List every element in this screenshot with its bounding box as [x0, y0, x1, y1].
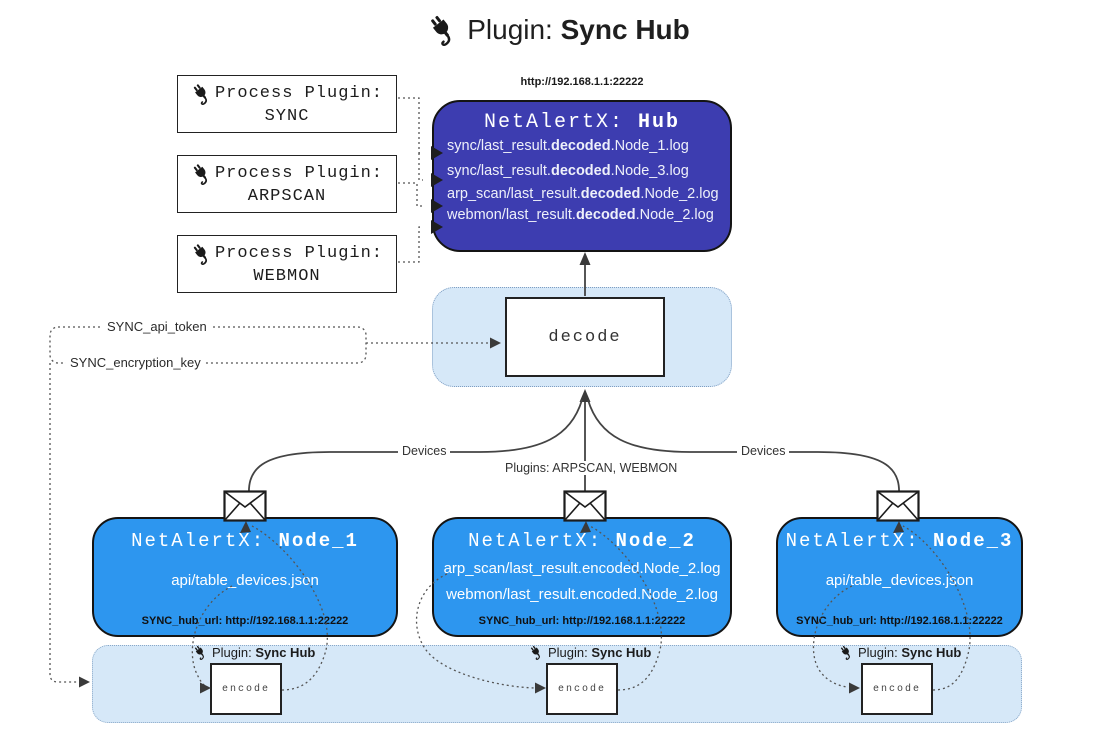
encoder-label-bold: Sync Hub [901, 645, 962, 660]
decode-box: decode [505, 297, 665, 377]
node-hub-url: SYNC_hub_url: http://192.168.1.1:22222 [141, 615, 349, 627]
process-plugin-name: WEBMON [253, 266, 321, 286]
hub-title-prefix: NetAlertX: [483, 111, 638, 134]
envelope-icon [563, 490, 607, 522]
hub-log-line: arp_scan/last_result.decoded.Node_2.log [434, 184, 730, 205]
log-pre: arp_scan/last_result. [447, 186, 581, 202]
log-pre: sync/last_result. [447, 163, 551, 179]
page-title: Plugin: Sync Hub [0, 14, 1117, 46]
encoder-3-label: Plugin: Sync Hub [839, 645, 961, 660]
edge-webmon-to-log4 [398, 226, 423, 263]
envelope-icon [876, 490, 920, 522]
hub-log-line: webmon/last_result.decoded.Node_2.log [434, 205, 730, 226]
edge-settings-to-band [49, 363, 79, 683]
plug-icon [191, 163, 213, 185]
encode-3-box: encode [861, 663, 933, 715]
node-title: NetAlertX: Node_1 [94, 530, 396, 552]
sync-api-token-label: SYNC_api_token [103, 319, 211, 334]
sync-encryption-key-label: SYNC_encryption_key [66, 355, 205, 370]
plug-icon [529, 645, 544, 660]
hub-url: http://192.168.1.1:22222 [520, 76, 644, 88]
process-plugin-label: Process Plugin: [214, 164, 384, 183]
node-title-bold: Node_3 [933, 530, 1014, 552]
hub-title-bold: Hub [638, 111, 681, 134]
node-title-bold: Node_1 [278, 530, 359, 552]
page-title-prefix: Plugin: [467, 14, 561, 45]
log-post: .Node_3.log [610, 163, 689, 179]
encoder-label-prefix: Plugin: [212, 645, 256, 660]
node-1-box: NetAlertX: Node_1 api/table_devices.json… [92, 517, 398, 637]
node-3-box: NetAlertX: Node_3 api/table_devices.json… [776, 517, 1023, 637]
encoder-label-bold: Sync Hub [591, 645, 652, 660]
log-post: .Node_1.log [610, 138, 689, 154]
encoder-1-label: Plugin: Sync Hub [193, 645, 315, 660]
log-bold: decoded [550, 163, 611, 179]
encoder-label-bold: Sync Hub [255, 645, 316, 660]
edge-sync-to-log1 [398, 97, 423, 154]
process-plugin-label: Process Plugin: [214, 84, 384, 103]
log-pre: sync/last_result. [447, 138, 551, 154]
plug-icon [191, 83, 213, 105]
log-post: .Node_2.log [635, 207, 714, 223]
plug-icon [839, 645, 854, 660]
process-plugin-arpscan: Process Plugin: ARPSCAN [177, 155, 397, 213]
log-post: .Node_2.log [640, 186, 719, 202]
node-title-prefix: NetAlertX: [468, 530, 616, 552]
edge-sync-to-log2 [418, 153, 423, 181]
encoder-label-prefix: Plugin: [858, 645, 902, 660]
node-title-prefix: NetAlertX: [785, 530, 933, 552]
process-plugin-name: ARPSCAN [247, 186, 327, 206]
node-hub-url: SYNC_hub_url: http://192.168.1.1:22222 [478, 615, 686, 627]
node-file-line: webmon/last_result.encoded.Node_2.log [446, 586, 718, 603]
log-bold: decoded [580, 186, 641, 202]
envelope-icon [223, 490, 267, 522]
log-bold: decoded [550, 138, 611, 154]
hub-title: NetAlertX: Hub [434, 111, 730, 134]
log-pre: webmon/last_result. [447, 207, 576, 223]
plug-icon [427, 14, 459, 46]
process-plugin-name: SYNC [264, 106, 310, 126]
node-hub-url: SYNC_hub_url: http://192.168.1.1:22222 [796, 615, 1003, 627]
log-bold: decoded [575, 207, 636, 223]
edge-arpscan-to-log3 [398, 182, 423, 207]
node-title-bold: Node_2 [615, 530, 696, 552]
encode-2-box: encode [546, 663, 618, 715]
hub-log-line: sync/last_result.decoded.Node_3.log [434, 159, 730, 184]
node-file-line: api/table_devices.json [171, 572, 319, 589]
plug-icon [191, 243, 213, 265]
page-title-bold: Sync Hub [560, 14, 690, 45]
encode-1-box: encode [210, 663, 282, 715]
encoder-2-label: Plugin: Sync Hub [529, 645, 651, 660]
node-title: NetAlertX: Node_2 [434, 530, 730, 552]
hub-log-line: sync/last_result.decoded.Node_1.log [434, 134, 730, 159]
node-file-line: arp_scan/last_result.encoded.Node_2.log [443, 560, 721, 577]
devices-left-label: Devices [398, 444, 451, 458]
plugins-center-label: Plugins: ARPSCAN, WEBMON [501, 461, 682, 475]
process-plugin-label: Process Plugin: [214, 244, 384, 263]
encoder-label-prefix: Plugin: [548, 645, 592, 660]
process-plugin-sync: Process Plugin: SYNC [177, 75, 397, 133]
process-plugin-webmon: Process Plugin: WEBMON [177, 235, 397, 293]
plug-icon [193, 645, 208, 660]
devices-right-label: Devices [737, 444, 790, 458]
node-title-prefix: NetAlertX: [131, 530, 279, 552]
node-title: NetAlertX: Node_3 [778, 530, 1021, 552]
hub-box: NetAlertX: Hub sync/last_result.decoded.… [432, 100, 732, 252]
node-2-box: NetAlertX: Node_2 arp_scan/last_result.e… [432, 517, 732, 637]
node-file-line: api/table_devices.json [825, 572, 974, 589]
